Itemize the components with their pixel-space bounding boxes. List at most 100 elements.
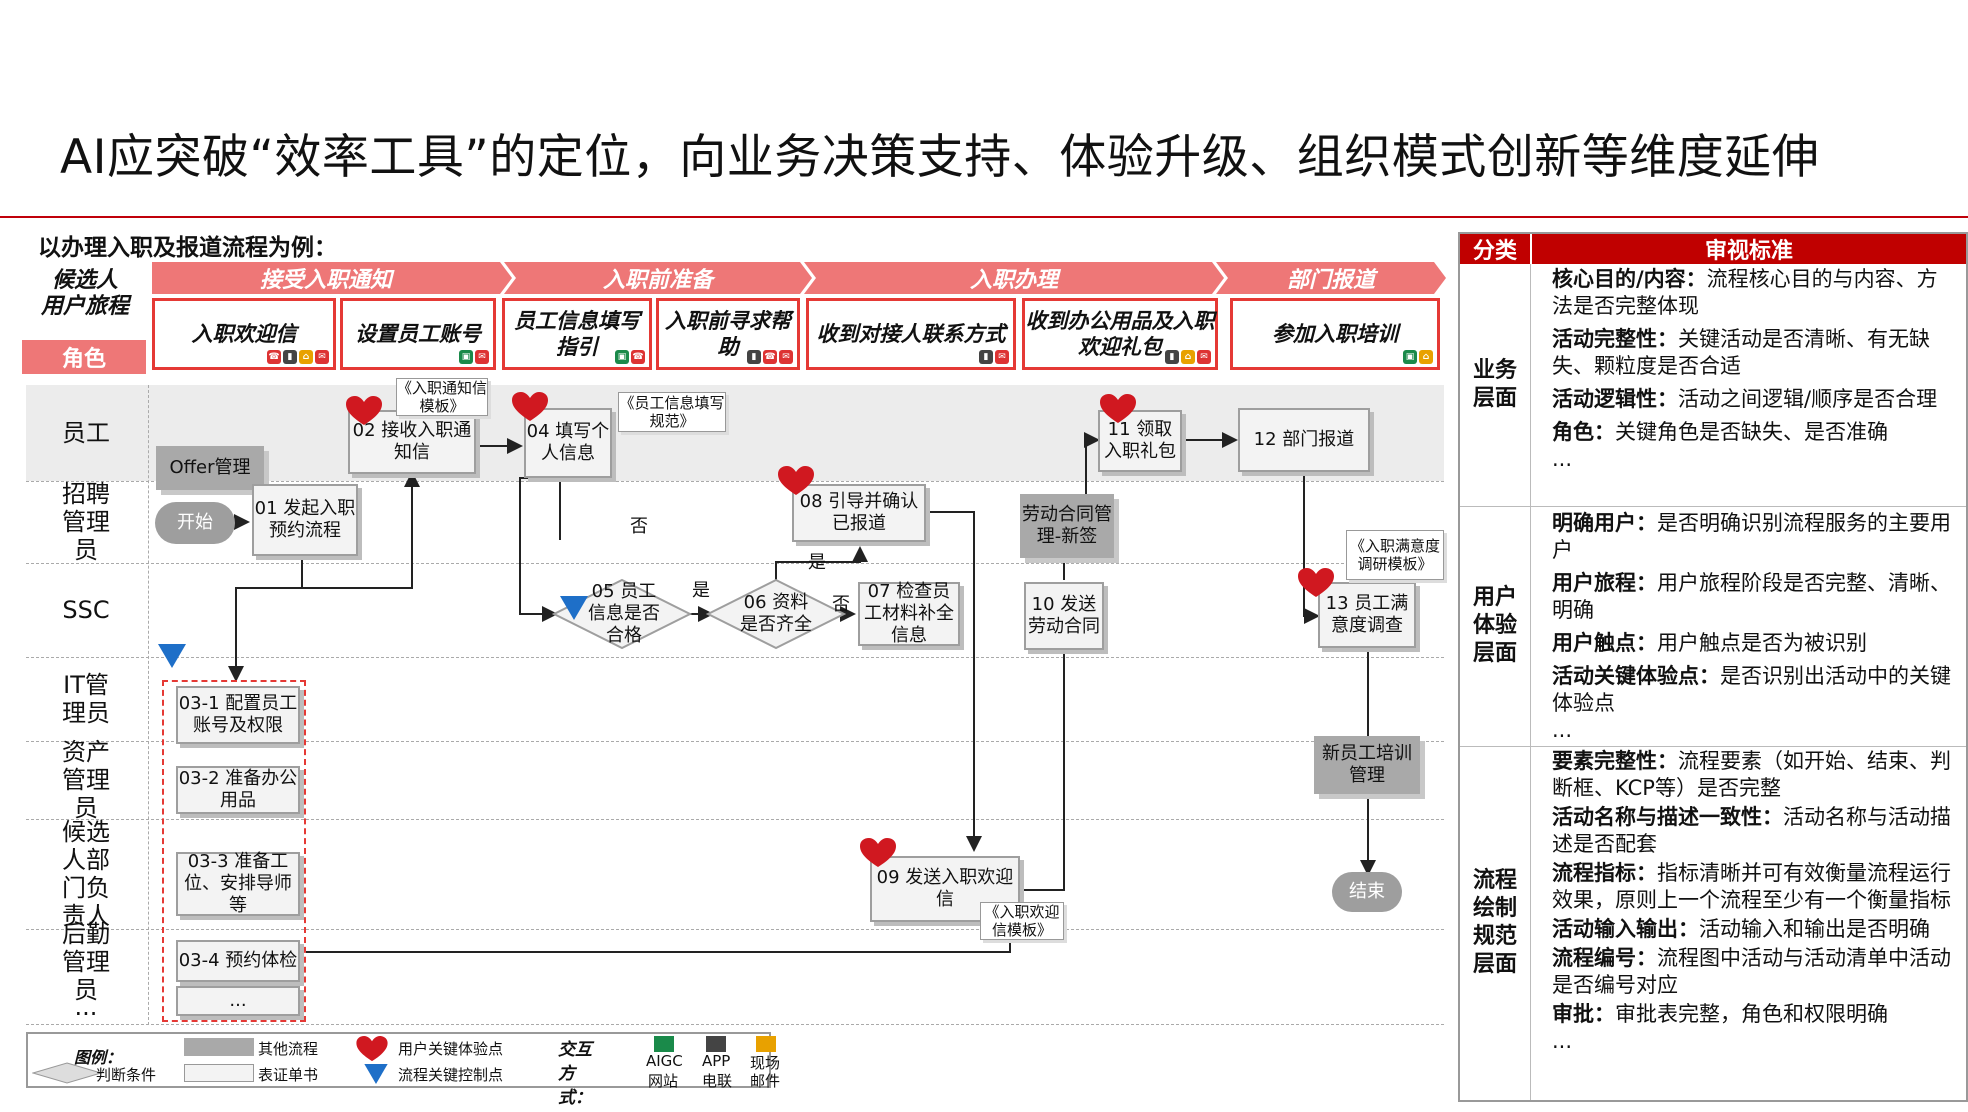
legend-channel-mail: 邮件 (750, 1072, 781, 1090)
mail-icon: ✉ (475, 350, 489, 364)
criterion-value: 活动之间逻辑/顺序是否合理 (1678, 387, 1938, 411)
experience-heart-icon (1100, 394, 1136, 423)
criterion-item: ... (1552, 446, 1956, 473)
lane-divider (26, 481, 1444, 482)
criterion-value: 活动输入和输出是否明确 (1699, 917, 1930, 941)
criterion-item: 活动关键体验点：是否识别出活动中的关键体验点 (1552, 663, 1956, 717)
aigc-icon: ▣ (615, 350, 629, 364)
activity-11: 11 领取入职礼包 (1098, 410, 1182, 472)
decision-05-label: 05 员工信息是否合格 (588, 581, 660, 646)
criterion-key: 活动名称与描述一致性： (1552, 805, 1783, 829)
other-process-offer: Offer管理 (156, 446, 264, 490)
legend-other-swatch (184, 1038, 254, 1056)
app-icon: ▮ (283, 350, 297, 364)
phone-icon: ☎ (763, 350, 777, 364)
role-ssc: SSC (62, 596, 110, 624)
site-icon: ⌂ (1181, 350, 1195, 364)
criterion-value: ... (1552, 447, 1573, 471)
criterion-value: 用户触点是否为被识别 (1657, 631, 1867, 655)
criterion-key: 活动完整性： (1552, 327, 1678, 351)
legend-form: 表证单书 (258, 1066, 319, 1084)
criteria-drawing-standard: 要素完整性：流程要素（如开始、结束、判断框、KCP等）是否完整 活动名称与描述一… (1552, 748, 1956, 1055)
criterion-key: 明确用户： (1552, 511, 1657, 535)
touchpoint-contact-person: 收到对接人联系方式 ▮✉ (806, 298, 1016, 370)
criterion-key: 流程编号： (1552, 946, 1657, 970)
panel-divider (1460, 506, 1966, 507)
aigc-icon (654, 1036, 674, 1052)
stage-onboarding: 入职办理 (969, 268, 1058, 293)
criterion-item: 流程指标：指标清晰并可有效衡量流程运行效果，原则上一个流程至少有一个衡量指标 (1552, 860, 1956, 914)
activity-13: 13 员工满意度调查 (1318, 582, 1416, 648)
legend-heart-icon (356, 1036, 388, 1062)
legend: 图例： 其他流程 判断条件 表证单书 用户关键体验点 流程关键控制点 交互方式：… (26, 1032, 780, 1108)
stage-department-report: 部门报道 (1286, 268, 1375, 293)
diagram-subtitle: 以办理入职及报道流程为例： (38, 235, 337, 261)
criterion-key: 活动输入输出： (1552, 917, 1699, 941)
legend-channel-site: 现场 (750, 1054, 781, 1072)
edge-12-13 (1303, 474, 1320, 624)
other-process-contract: 劳动合同管理-新签 (1020, 494, 1114, 558)
stage-pre-onboarding: 入职前准备 (602, 268, 713, 293)
legend-title: 图例： (74, 1048, 123, 1067)
criterion-key: 流程指标： (1552, 861, 1657, 885)
criterion-value: 流程要素（如开始、结束、判断框、KCP等）是否完整 (1552, 749, 1951, 800)
lane-divider (26, 563, 1444, 564)
criterion-key: 活动关键体验点： (1552, 664, 1720, 688)
experience-heart-icon (346, 396, 382, 425)
criterion-key: 审批： (1552, 1002, 1615, 1026)
site-icon: ⌂ (1419, 350, 1433, 364)
role-header: 角色 (22, 340, 146, 374)
stage-chevron-4 (1216, 262, 1446, 294)
label-no: 否 (832, 594, 850, 615)
role-more: ... (74, 993, 98, 1021)
edge-01-031 (228, 587, 302, 682)
touchpoint-pre-help: 入职前寻求帮助 ▮☎✉ (656, 298, 800, 370)
journey-label-line1: 候选人 (51, 268, 118, 293)
category-business: 业务层面 (1472, 358, 1517, 411)
kcp-icon (560, 596, 588, 620)
edge-09-10 (1024, 618, 1072, 891)
decision-06-label: 06 资料是否齐全 (740, 592, 812, 635)
legend-kcp-icon (364, 1064, 388, 1084)
activity-03-3: 03-3 准备工位、安排导师等 (176, 851, 300, 916)
touchpoint-label: 参加入职培训 (1272, 322, 1398, 346)
mail-icon: ✉ (779, 350, 793, 364)
edge-08-09 (928, 511, 982, 852)
legend-decision: 判断条件 (96, 1066, 157, 1084)
parallel-tasks-group (162, 680, 306, 1022)
phone-icon: ☎ (267, 350, 281, 364)
criterion-item: 角色：关键角色是否缺失、是否准确 (1552, 419, 1956, 446)
criterion-value: 流程图中活动与活动清单中活动是否编号对应 (1552, 946, 1951, 997)
criterion-value: 用户旅程阶段是否完整、清晰、明确 (1552, 571, 1951, 622)
legend-decision-swatch (32, 1062, 102, 1084)
criterion-value: 关键活动是否清晰、有无缺失、颗粒度是否合适 (1552, 327, 1930, 378)
activity-03-more: ... (176, 986, 300, 1016)
app-icon: ▮ (747, 350, 761, 364)
edge-05-no-back (519, 477, 560, 622)
criterion-item: 流程编号：流程图中活动与活动清单中活动是否编号对应 (1552, 945, 1956, 999)
category-drawing-standard: 流程绘制规范层面 (1472, 868, 1517, 977)
criterion-item: 活动名称与描述一致性：活动名称与活动描述是否配套 (1552, 804, 1956, 858)
journey-label-line2: 用户旅程 (40, 294, 129, 319)
criterion-item: 用户触点：用户触点是否为被识别 (1552, 630, 1956, 657)
criterion-item: 核心目的/内容：流程核心目的与内容、方法是否完整体现 (1552, 266, 1956, 320)
touchpoint-label: 收到办公用品及入职欢迎礼包 (1025, 309, 1215, 359)
activity-07: 07 检查员工材料补全信息 (858, 581, 960, 646)
stage-chevron-1 (152, 262, 512, 294)
activity-01: 01 发起入职预约流程 (252, 484, 358, 556)
criterion-value: 流程核心目的与内容、方法是否完整体现 (1552, 267, 1938, 318)
criterion-value: ... (1552, 718, 1573, 742)
legend-key-point: 用户关键体验点 (398, 1040, 504, 1058)
app-icon: ▮ (979, 350, 993, 364)
lane-divider (26, 1024, 1444, 1025)
legend-control-point: 流程关键控制点 (398, 1066, 504, 1084)
panel-header-category: 分类 (1460, 234, 1530, 264)
criterion-key: 角色： (1552, 420, 1615, 444)
kcp-icon (158, 644, 186, 668)
form-satisfaction-template: 《入职满意度调研模板》 (1346, 530, 1444, 580)
legend-channel-aigc: AIGC (646, 1052, 683, 1070)
page-title: AI应突破“效率工具”的定位，向业务决策支持、体验升级、组织模式创新等维度延伸 (60, 130, 1820, 185)
criterion-value: 指标清晰并可有效衡量流程运行效果，原则上一个流程至少有一个衡量指标 (1552, 861, 1951, 912)
lane-divider (26, 741, 1444, 742)
app-icon: ▮ (1165, 350, 1179, 364)
